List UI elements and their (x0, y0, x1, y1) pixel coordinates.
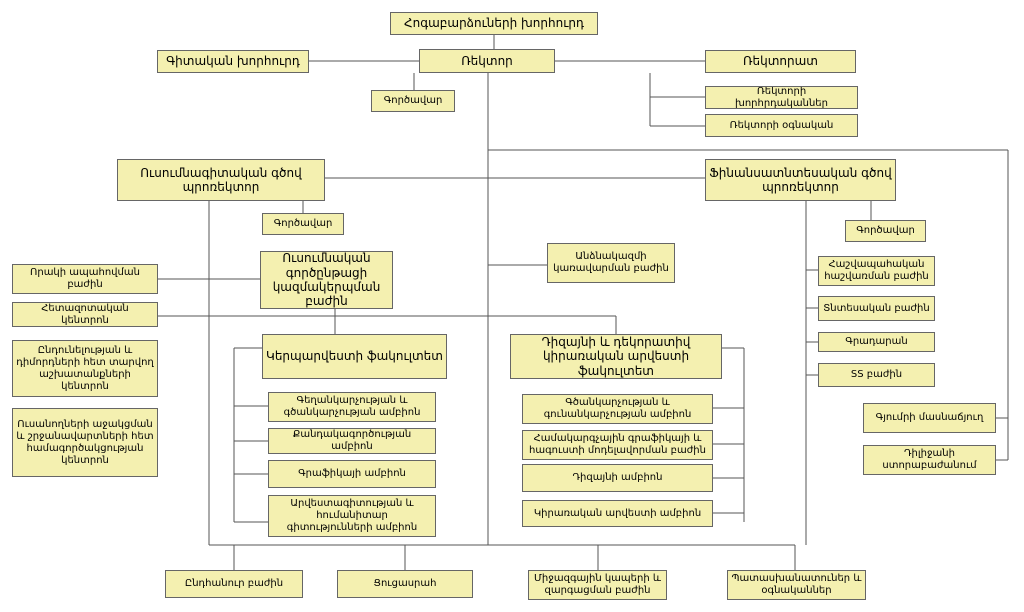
exhibition-hall-box: Ցուցասրահ (337, 570, 473, 598)
student-support-center-box: Ուսանողների աջակցման և շրջանավարտների հե… (12, 408, 158, 477)
finance-clerk-label: Գործավար (856, 225, 915, 236)
student-support-center-label: Ուսանողների աջակցման և շրջանավարտների հե… (16, 418, 154, 466)
art-history-chair-label: Արվեստագիտության և հումանիտար գիտություն… (286, 498, 418, 533)
accounting-dept-label: Հաշվապահական հաշվառման բաժին (824, 259, 929, 282)
scientific-council-box: Գիտական խորհուրդ (157, 50, 309, 73)
applied-art-chair-label: Կիրառական արվեստի ամբիոն (533, 507, 702, 519)
economic-dept-label: Տնտեսական բաժին (823, 302, 930, 314)
academic-clerk-box: Գործավար (262, 213, 344, 235)
vice-rector-finance-label: Ֆինանսատնտեսական գծով պրոռեկտոր (709, 165, 892, 194)
applied-art-chair-box: Կիրառական արվեստի ամբիոն (522, 500, 713, 527)
dilijan-division-label: Դիլիջանի ստորաբաժանում (882, 448, 977, 471)
applicants-center-label: Ընդունելության և դիմորդների հետ տարվող ա… (16, 344, 154, 392)
rectorate-label: Ռեկտորատ (743, 54, 818, 69)
economic-dept-box: Տնտեսական բաժին (818, 296, 935, 321)
scientific-council-label: Գիտական խորհուրդ (166, 54, 300, 69)
dilijan-division-box: Դիլիջանի ստորաբաժանում (863, 445, 996, 475)
gyumri-branch-box: Գյումրի մասնաճյուղ (863, 403, 996, 433)
general-dept-box: Ընդհանուր բաժին (165, 570, 303, 598)
design-chair-label: Դիզայնի ամբիոն (572, 472, 663, 483)
library-box: Գրադարան (818, 332, 935, 352)
rector-assistant-label: Ռեկտորի օգնական (729, 119, 834, 131)
international-relations-dept-label: Միջազգային կապերի և զարգացման բաժին (534, 573, 661, 596)
design-chair-box: Դիզայնի ամբիոն (522, 464, 713, 492)
board-of-trustees-label: Հոգաբարձուների խորհուրդ (404, 16, 584, 31)
academic-clerk-label: Գործավար (273, 218, 333, 229)
finance-clerk-box: Գործավար (845, 220, 926, 242)
applicants-center-box: Ընդունելության և դիմորդների հետ տարվող ա… (12, 340, 158, 397)
education-process-dept-box: Ուսումնական գործընթացի կազմակերպման բաժի… (260, 251, 393, 309)
vice-rector-finance-box: Ֆինանսատնտեսական գծով պրոռեկտոր (705, 159, 896, 201)
gyumri-branch-label: Գյումրի մասնաճյուղ (875, 412, 984, 423)
quality-assurance-dept-box: Որակի ապահովման բաժին (12, 264, 158, 294)
board-of-trustees-box: Հոգաբարձուների խորհուրդ (390, 12, 598, 35)
rector-label: Ռեկտոր (461, 53, 513, 68)
library-label: Գրադարան (845, 336, 908, 347)
accounting-dept-box: Հաշվապահական հաշվառման բաժին (818, 256, 935, 286)
exhibition-hall-label: Ցուցասրահ (373, 578, 437, 589)
graphics-chair-label: Գրաֆիկայի ամբիոն (298, 468, 406, 479)
drawing-chair-box: Գծանկարչության և գունանկարչության ամբիոն (522, 394, 713, 424)
it-dept-label: SS բաժին (850, 369, 903, 380)
responsible-persons-label: Պատասխանատուներ և օգնականներ (731, 573, 862, 596)
computer-graphics-dept-box: Համակարգչային գրաֆիկայի և հագուստի մոդել… (522, 430, 713, 460)
rector-clerk-box: Գործավար (371, 90, 455, 112)
education-process-dept-label: Ուսումնական գործընթացի կազմակերպման բաժի… (272, 251, 381, 309)
graphics-chair-box: Գրաֆիկայի ամբիոն (268, 460, 436, 488)
design-faculty-label: Դիզայնի և դեկորատիվ կիրառական արվեստի ֆա… (541, 334, 691, 378)
rector-box: Ռեկտոր (419, 49, 555, 73)
sculpture-chair-label: Քանդակագործության ամբիոն (292, 429, 412, 452)
vice-rector-academic-box: Ուսումնագիտական գծով պրոռեկտոր (117, 159, 325, 201)
hr-dept-box: Անձնակազմի կառավարման բաժին (547, 243, 675, 283)
rector-advisers-label: Ռեկտորի խորհրդականներ (735, 86, 828, 109)
general-dept-label: Ընդհանուր բաժին (184, 578, 284, 589)
it-dept-box: SS բաժին (818, 363, 935, 387)
rector-advisers-box: Ռեկտորի խորհրդականներ (705, 86, 858, 109)
responsible-persons-box: Պատասխանատուներ և օգնականներ (727, 570, 866, 600)
hr-dept-label: Անձնակազմի կառավարման բաժին (553, 251, 669, 274)
research-center-box: Հետազոտական կենտրոն (12, 302, 158, 327)
rector-clerk-label: Գործավար (383, 95, 443, 106)
painting-chair-box: Գեղանկարչության և գծանկարչության ամբիոն (268, 392, 436, 422)
fine-arts-faculty-box: Կերպարվեստի ֆակուլտետ (262, 334, 447, 379)
vice-rector-academic-label: Ուսումնագիտական գծով պրոռեկտոր (140, 165, 302, 194)
drawing-chair-label: Գծանկարչության և գունանկարչության ամբիոն (543, 397, 692, 420)
rector-assistant-box: Ռեկտորի օգնական (705, 114, 858, 137)
sculpture-chair-box: Քանդակագործության ամբիոն (268, 428, 436, 454)
rectorate-box: Ռեկտորատ (705, 50, 856, 73)
international-relations-dept-box: Միջազգային կապերի և զարգացման բաժին (528, 570, 667, 600)
fine-arts-faculty-label: Կերպարվեստի ֆակուլտետ (266, 349, 443, 364)
painting-chair-label: Գեղանկարչության և գծանկարչության ամբիոն (283, 395, 421, 418)
computer-graphics-dept-label: Համակարգչային գրաֆիկայի և հագուստի մոդել… (529, 433, 706, 456)
art-history-chair-box: Արվեստագիտության և հումանիտար գիտություն… (268, 495, 436, 537)
research-center-label: Հետազոտական կենտրոն (41, 302, 129, 326)
design-faculty-box: Դիզայնի և դեկորատիվ կիրառական արվեստի ֆա… (510, 334, 722, 379)
quality-assurance-dept-label: Որակի ապահովման բաժին (30, 267, 140, 290)
